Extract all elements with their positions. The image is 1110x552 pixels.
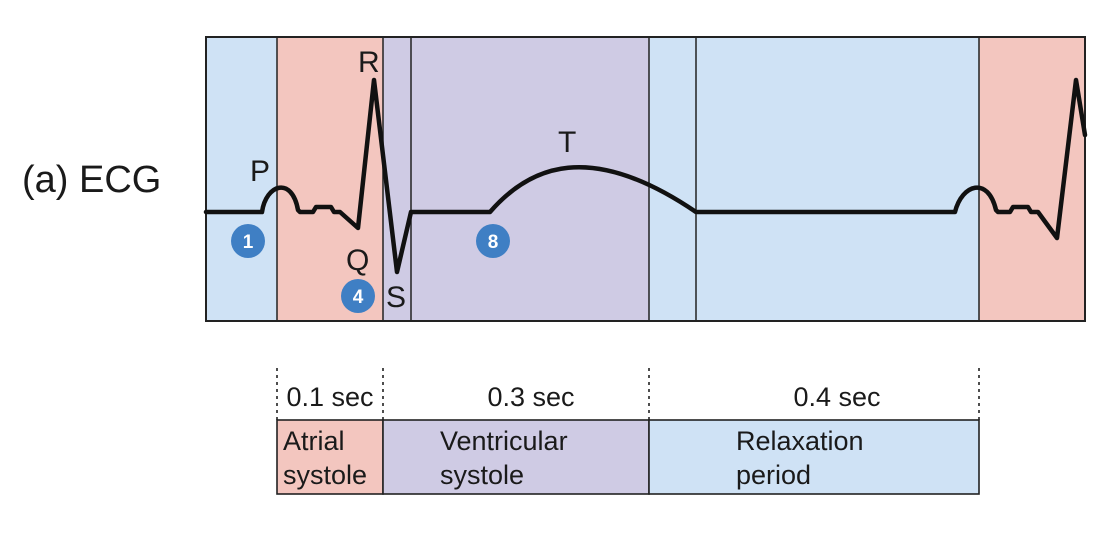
band-relaxation-start bbox=[206, 37, 277, 321]
ecg-trace bbox=[203, 77, 1088, 275]
step-marker-4: 4 bbox=[341, 279, 375, 313]
step-marker-number: 4 bbox=[353, 287, 364, 308]
ecg-panel-border bbox=[205, 36, 1086, 322]
phase-ventricular-line2: systole bbox=[440, 460, 524, 490]
panel-label: (a) ECG bbox=[22, 159, 161, 201]
p-wave-label: P bbox=[250, 155, 270, 188]
band-atrial-next bbox=[979, 37, 1085, 321]
phase-atrial-line1: Atrial bbox=[283, 426, 345, 456]
duration-atrial: 0.1 sec bbox=[286, 382, 373, 412]
phase-ventricular-line1: Ventricular bbox=[440, 426, 568, 456]
t-wave-label: T bbox=[558, 126, 576, 159]
band-dividers bbox=[276, 37, 980, 321]
step-marker-number: 8 bbox=[488, 232, 499, 253]
phase-relaxation-line1: Relaxation bbox=[736, 426, 864, 456]
phase-atrial-line2: systole bbox=[283, 460, 367, 490]
phase-box-atrial bbox=[276, 419, 384, 495]
band-relaxation-main bbox=[696, 37, 979, 321]
step-marker-circle bbox=[341, 279, 375, 313]
step-marker-1: 1 bbox=[231, 224, 265, 258]
r-wave-label: R bbox=[358, 46, 380, 79]
s-wave-label: S bbox=[386, 281, 406, 314]
step-marker-circle bbox=[231, 224, 265, 258]
phase-relaxation-line2: period bbox=[736, 460, 811, 490]
band-relaxation-early bbox=[649, 37, 696, 321]
phase-box-relaxation bbox=[648, 419, 980, 495]
step-marker-8: 8 bbox=[476, 224, 510, 258]
band-atrial-systole bbox=[277, 37, 383, 321]
phase-box-ventricular bbox=[382, 419, 650, 495]
duration-ventricular: 0.3 sec bbox=[487, 382, 574, 412]
timeline-separators bbox=[276, 368, 980, 420]
duration-relaxation: 0.4 sec bbox=[793, 382, 880, 412]
step-marker-circle bbox=[476, 224, 510, 258]
step-marker-number: 1 bbox=[243, 232, 254, 253]
q-wave-label: Q bbox=[346, 244, 369, 277]
